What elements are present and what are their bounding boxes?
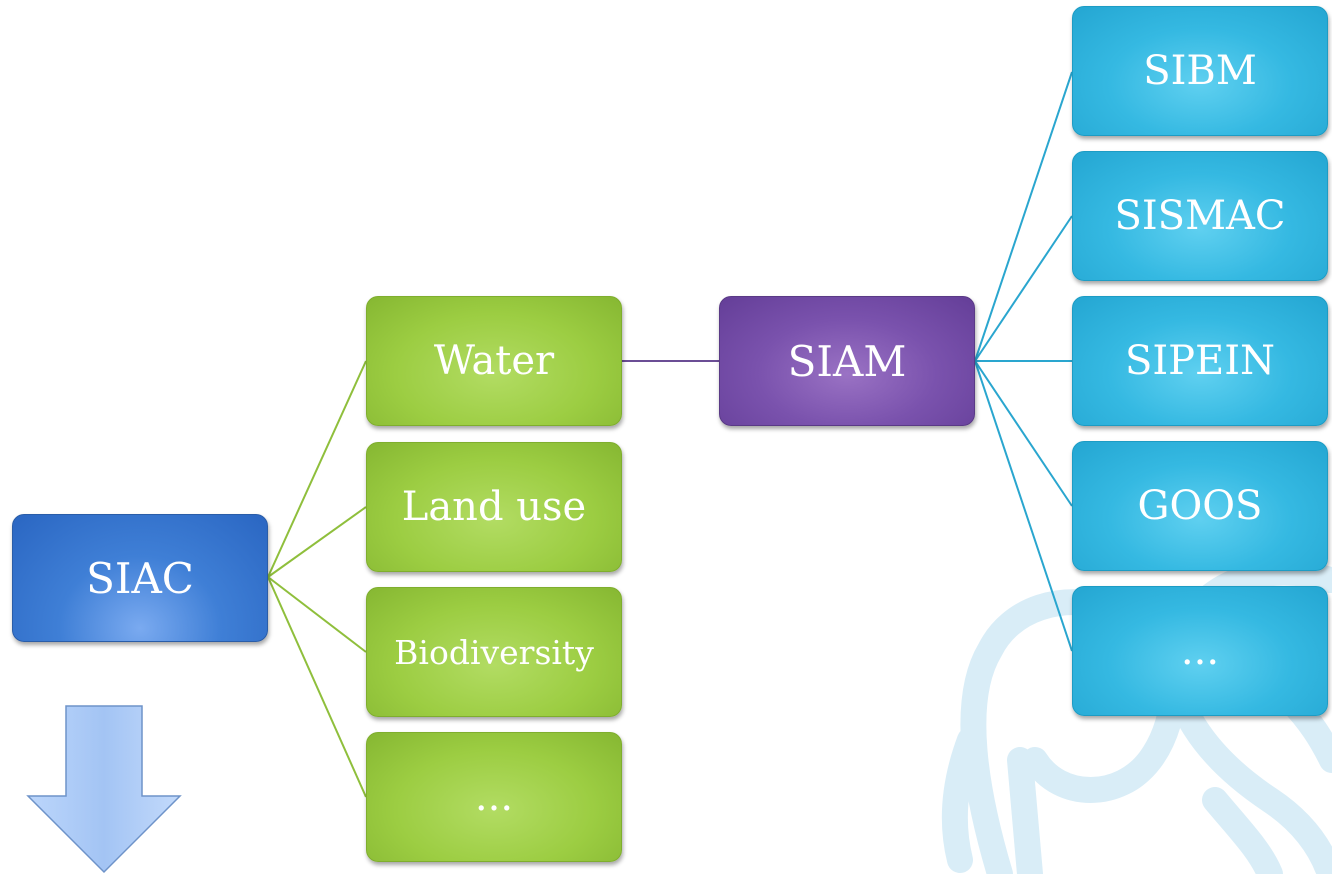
node-label: SIAC [86, 553, 194, 603]
connector-siam-sismac [974, 215, 1073, 362]
node-more-themes: ... [366, 732, 622, 862]
connector-siac-more [267, 576, 367, 798]
connector-siac-biodiversity [267, 576, 367, 653]
connector-siam-goos [974, 360, 1073, 507]
connector-siam-more [974, 360, 1073, 652]
node-water: Water [366, 296, 622, 426]
node-label: SISMAC [1114, 193, 1286, 239]
node-label: SIAM [787, 336, 907, 386]
node-land-use: Land use [366, 442, 622, 572]
node-label: Water [433, 338, 555, 384]
node-biodiversity: Biodiversity [366, 587, 622, 717]
node-goos: GOOS [1072, 441, 1328, 571]
node-sipein: SIPEIN [1072, 296, 1328, 426]
connector-siam-sibm [974, 71, 1073, 362]
node-label: ... [1180, 628, 1220, 674]
connector-siac-water [267, 360, 367, 578]
connector-siac-land-use [267, 506, 367, 578]
node-label: Biodiversity [394, 632, 594, 672]
node-label: SIPEIN [1124, 338, 1276, 384]
node-more-subsystems: ... [1072, 586, 1328, 716]
node-sismac: SISMAC [1072, 151, 1328, 281]
node-label: ... [474, 774, 514, 820]
node-label: SIBM [1143, 48, 1257, 94]
node-sibm: SIBM [1072, 6, 1328, 136]
node-label: GOOS [1137, 483, 1263, 529]
node-label: Land use [401, 484, 587, 530]
node-siam: SIAM [719, 296, 975, 426]
node-siac: SIAC [12, 514, 268, 642]
